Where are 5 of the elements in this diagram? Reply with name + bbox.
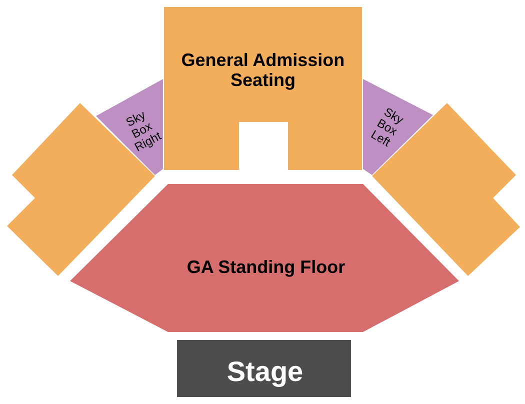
section-label: General Admission Seating — [180, 50, 346, 90]
section-label: Sky Box Right — [122, 106, 165, 156]
section-label: Sky Box Left — [368, 104, 407, 152]
section-label: GA Standing Floor — [186, 256, 346, 278]
stage-label: Stage — [226, 356, 304, 388]
